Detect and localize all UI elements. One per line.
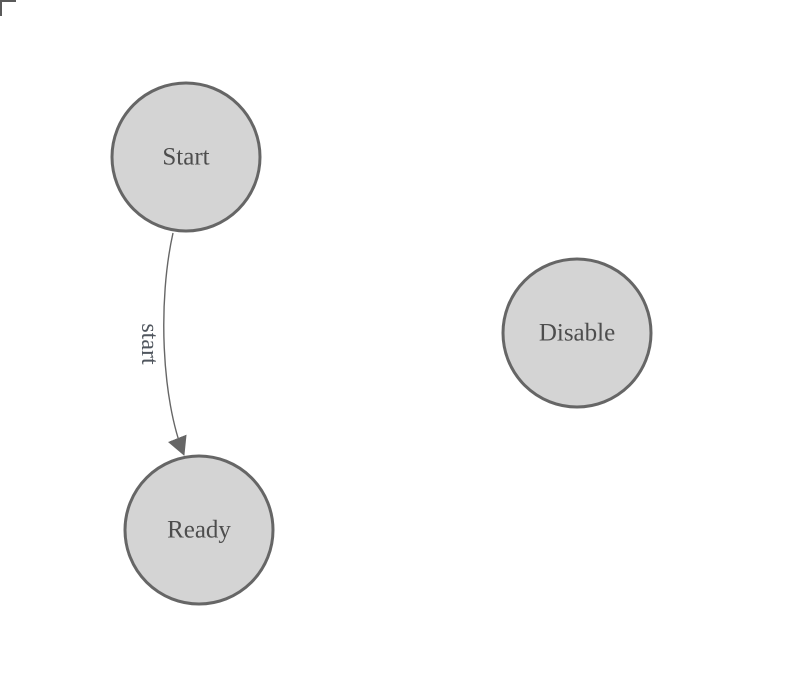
state-label-disable: Disable (539, 320, 615, 347)
state-label-start: Start (162, 144, 209, 171)
state-circle-ready[interactable] (123, 454, 275, 606)
state-node-disable[interactable]: Disable (501, 257, 653, 409)
transition-edge-start-ready[interactable] (163, 232, 187, 456)
state-label-ready: Ready (167, 517, 231, 544)
state-node-ready[interactable]: Ready (123, 454, 275, 606)
state-circle-disable[interactable] (501, 257, 653, 409)
state-circle-start[interactable] (110, 81, 262, 233)
edge-layer: start (136, 232, 187, 456)
transition-label-start-ready[interactable]: start (136, 323, 162, 365)
state-node-start[interactable]: Start (110, 81, 262, 233)
